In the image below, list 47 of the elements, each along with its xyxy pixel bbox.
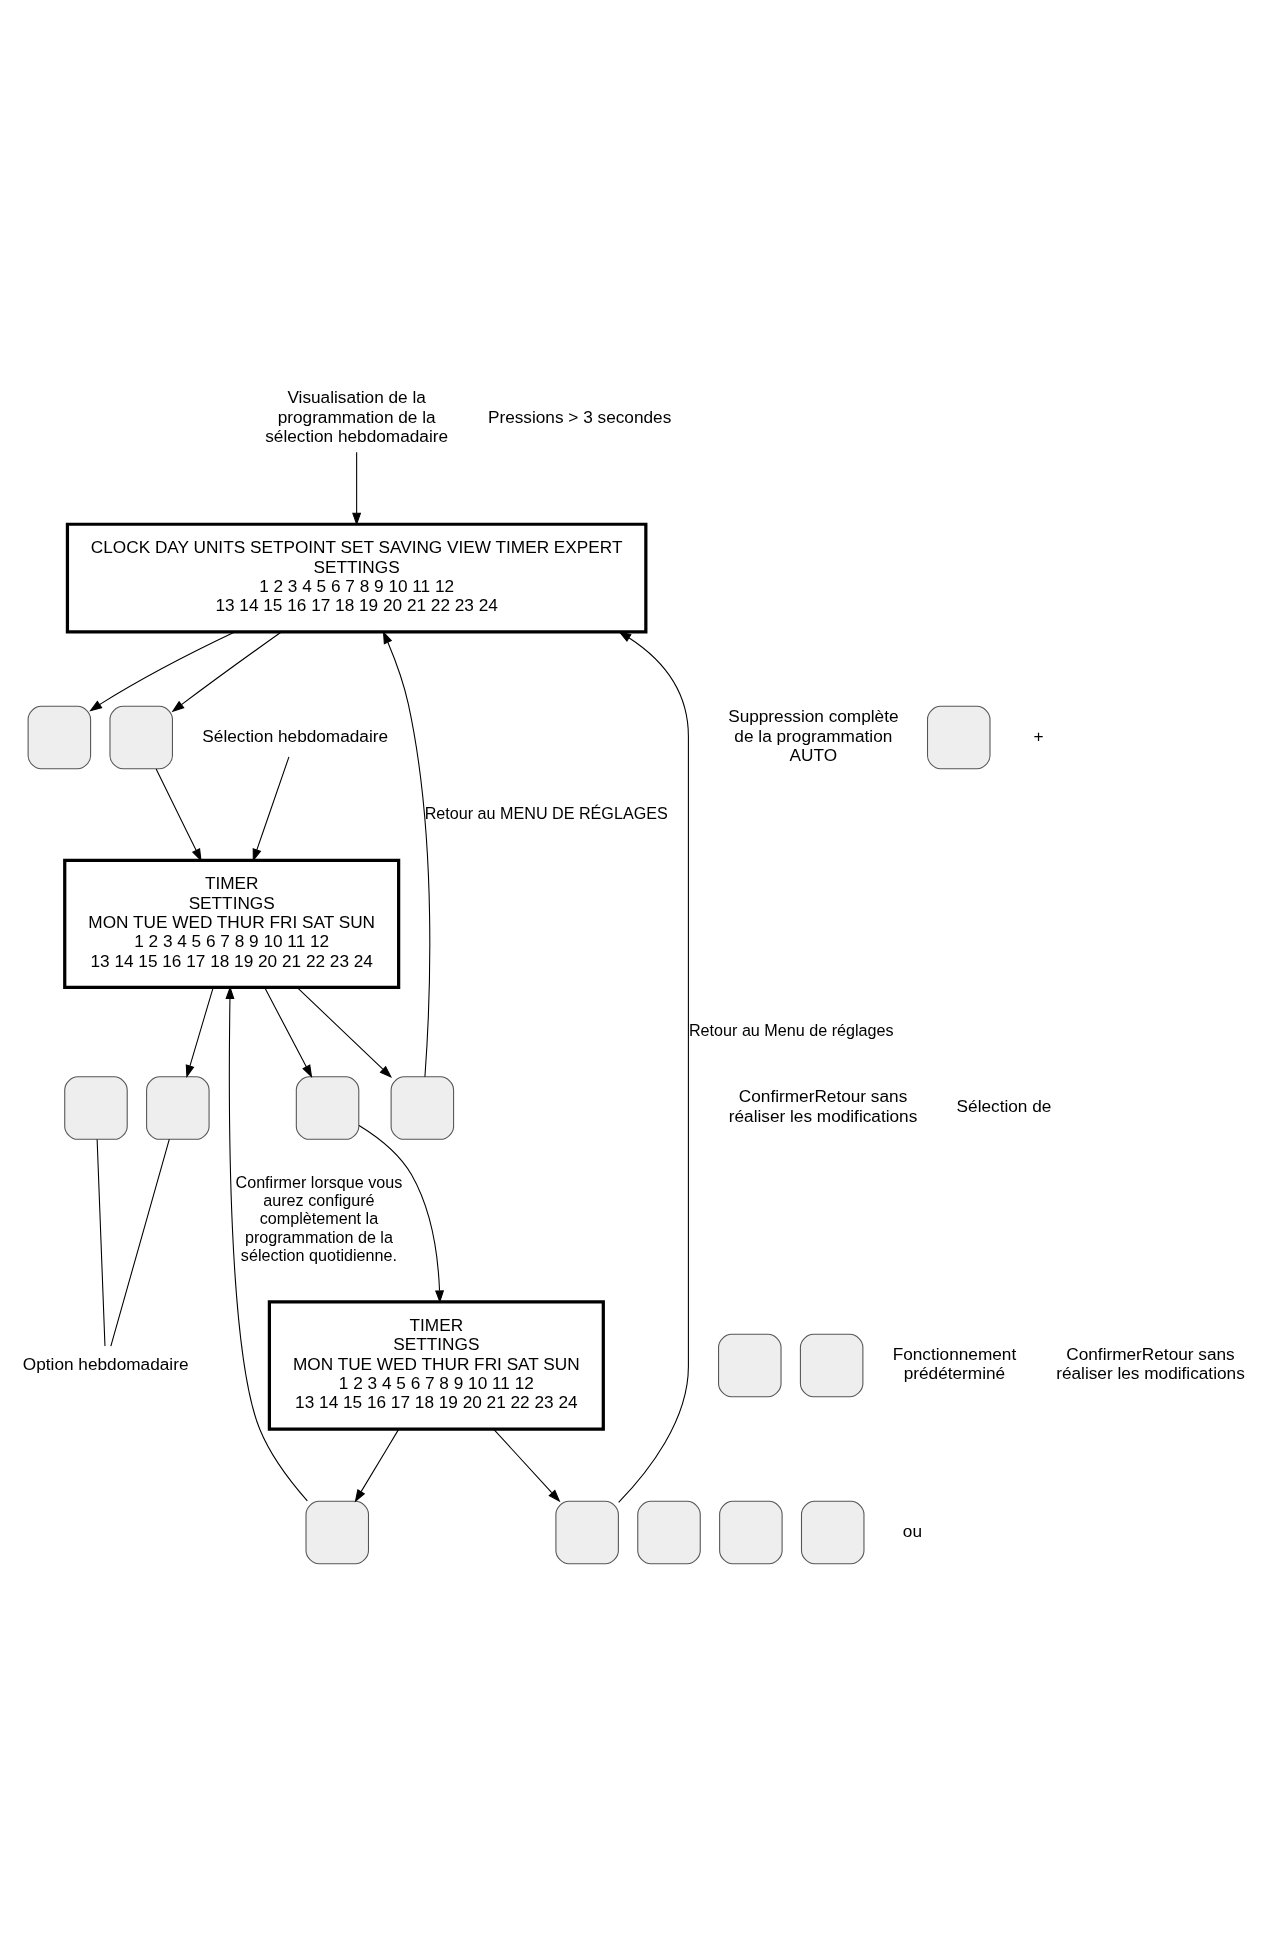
label: ou xyxy=(902,1520,923,1541)
node-text: Option hebdomadaire xyxy=(22,1353,189,1374)
connector xyxy=(110,1138,170,1347)
edge-label: Retour au Menu de réglages xyxy=(688,1020,894,1039)
node-text: Sélection hebdomadaire xyxy=(202,725,389,746)
arrow xyxy=(382,630,431,1078)
arrow xyxy=(358,1124,445,1304)
edge-label: Confirmer lorsque vous aurez configuré complètement la programmation de la sélection quotidienne. xyxy=(235,1172,403,1265)
label: Pressions > 3 secondes xyxy=(487,406,672,427)
node-box xyxy=(800,1500,865,1565)
arrow xyxy=(296,987,393,1079)
node-box xyxy=(146,1076,210,1140)
node-label: Suppression complète de la programmation AUTO xyxy=(728,706,899,766)
arrow xyxy=(618,631,689,1503)
node-box: TIMER SETTINGS MON TUE WED THUR FRI SAT SUN 1 2 3 4 5 6 7 8 9 10 11 12 13 14 15 16 17 18 19 20 21 22 23 24 xyxy=(63,858,401,990)
label: Sélection de xyxy=(956,1096,1052,1117)
arrow xyxy=(252,756,290,862)
label: ConfirmerRetour sans réaliser les modifications xyxy=(728,1086,918,1126)
node-box xyxy=(295,1076,360,1140)
label: + xyxy=(1033,725,1044,746)
node-box xyxy=(799,1333,864,1398)
connector xyxy=(96,1138,106,1347)
node-text: Visualisation de la programmation de la sélection hebdomadaire xyxy=(265,387,449,447)
label: Fonctionnement prédéterminé xyxy=(892,1343,1017,1384)
node-box xyxy=(27,705,92,770)
node-box xyxy=(109,705,173,770)
node-box xyxy=(637,1500,701,1565)
arrow xyxy=(264,987,313,1078)
node-box xyxy=(64,1076,128,1140)
node-box xyxy=(719,1500,783,1565)
arrow xyxy=(225,986,308,1502)
node-box xyxy=(555,1500,619,1565)
node-box xyxy=(718,1333,782,1398)
arrow xyxy=(155,768,202,862)
label: ConfirmerRetour sans réaliser les modifications xyxy=(1056,1343,1245,1384)
node-box: TIMER SETTINGS MON TUE WED THUR FRI SAT SUN 1 2 3 4 5 6 7 8 9 10 11 12 13 14 15 16 17 18 19 20 21 22 23 24 xyxy=(267,1300,605,1431)
node-box: CLOCK DAY UNITS SETPOINT SET SAVING VIEW TIMER EXPERT SETTINGS 1 2 3 4 5 6 7 8 9 10 11 12 13 14 15 16 17 18 19 20 21 22 23 24 xyxy=(65,522,648,634)
arrow xyxy=(171,631,282,713)
node-box xyxy=(305,1500,370,1565)
edge-label: Retour au MENU DE RÉGLAGES xyxy=(424,804,668,823)
arrow xyxy=(89,631,236,712)
arrow xyxy=(185,987,214,1078)
node-box xyxy=(390,1076,455,1140)
arrow xyxy=(352,451,362,526)
arrow xyxy=(354,1428,400,1503)
node-box xyxy=(927,705,991,770)
arrow xyxy=(493,1428,561,1503)
